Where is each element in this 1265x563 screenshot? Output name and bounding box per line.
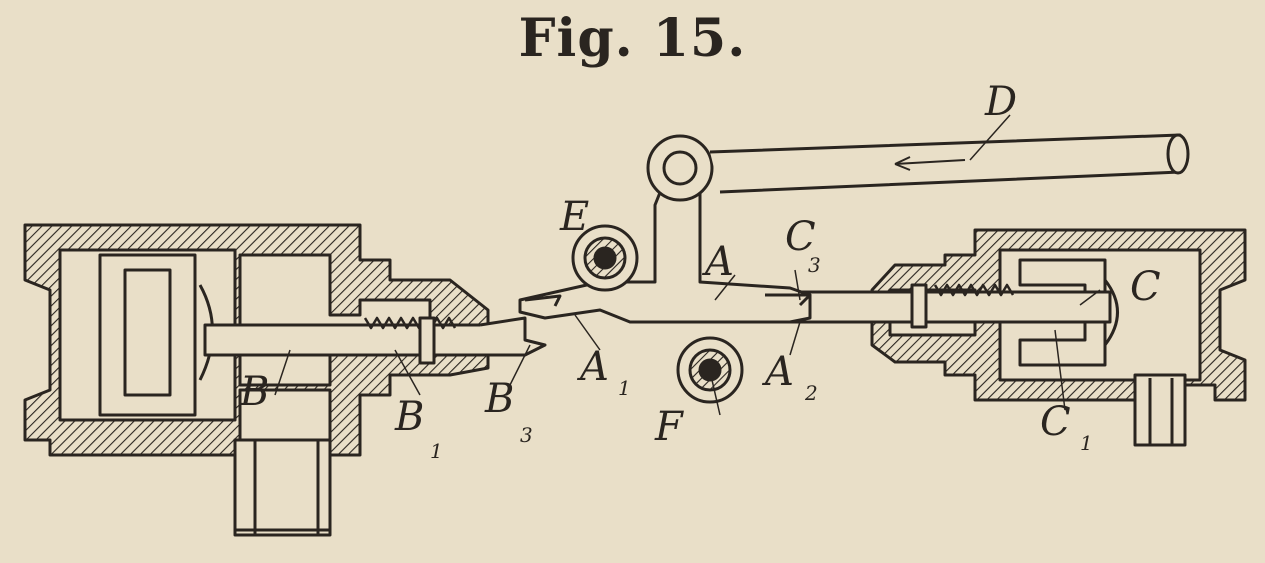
left-cylinder-housing <box>23 223 547 537</box>
right-lower-pipe <box>1133 373 1187 447</box>
right-cylinder-housing <box>788 228 1247 447</box>
label-b1-sub: 1 <box>430 439 443 463</box>
stop-roller-f <box>676 336 744 404</box>
label-b1: B <box>394 394 424 440</box>
label-a: A <box>701 239 734 285</box>
leader-lines <box>274 114 1101 416</box>
label-b3: B <box>484 376 514 422</box>
label-c3-sub: 3 <box>808 253 821 277</box>
right-plunger-rod <box>788 290 1112 324</box>
left-lower-pipe <box>233 438 332 537</box>
label-d: D <box>984 79 1017 125</box>
label-c1: C <box>1040 399 1071 445</box>
label-c3: C <box>785 214 816 260</box>
label-b3-sub: 3 <box>520 423 533 447</box>
figure-title: Fig. 15. <box>518 8 747 69</box>
label-e: E <box>559 194 589 240</box>
operating-rod <box>709 133 1190 194</box>
part-labels: D E A C 3 C B B 1 B 3 A 1 F A 2 C 1 <box>239 79 1161 463</box>
right-spring <box>933 283 1015 297</box>
label-b: B <box>239 369 269 415</box>
label-a1: A <box>576 344 609 390</box>
label-a1-sub: 1 <box>618 376 631 400</box>
left-spring <box>363 316 457 330</box>
label-a2: A <box>761 349 794 395</box>
label-f: F <box>654 404 684 450</box>
label-c: C <box>1130 264 1161 310</box>
left-plunger-rod <box>203 323 527 357</box>
label-a2-sub: 2 <box>804 381 818 405</box>
stop-roller-e <box>571 224 639 292</box>
label-c1-sub: 1 <box>1080 431 1093 455</box>
